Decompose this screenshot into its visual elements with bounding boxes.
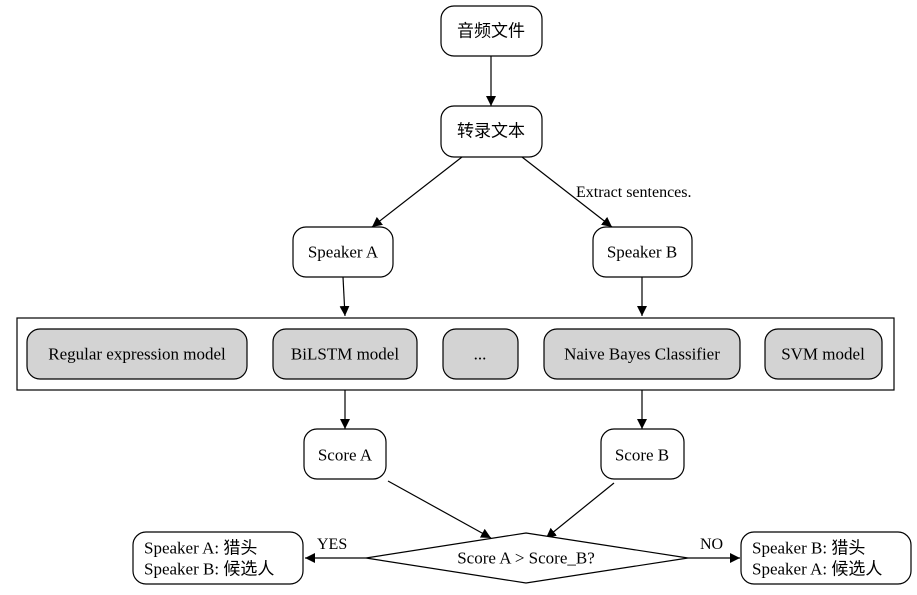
svg-text:Speaker A: 猎头: Speaker A: 猎头 xyxy=(144,539,257,558)
edge-speaker-a-models xyxy=(339,276,350,317)
node-audio-file: 音频文件 xyxy=(440,5,543,57)
model-ellipsis: ... xyxy=(442,328,519,380)
edge-transcript-speaker-b xyxy=(521,156,613,228)
node-decision: Score A > Score_B? xyxy=(365,532,689,584)
svg-text:Speaker A: 候选人: Speaker A: 候选人 xyxy=(752,560,882,579)
edge-score-a-decision xyxy=(387,480,492,539)
edge-label-extract: Extract sentences. xyxy=(576,184,692,201)
svg-text:Speaker B: 候选人: Speaker B: 候选人 xyxy=(144,560,274,579)
svg-text:Speaker B: 猎头: Speaker B: 猎头 xyxy=(752,539,865,558)
node-transcript: 转录文本 xyxy=(440,105,543,158)
svg-text:SVM model: SVM model xyxy=(781,345,865,364)
svg-text:...: ... xyxy=(474,345,487,364)
model-cluster: Regular expression model BiLSTM model ..… xyxy=(16,317,895,391)
node-speaker-b: Speaker B xyxy=(592,226,693,278)
node-result-right: Speaker B: 猎头 Speaker A: 候选人 xyxy=(740,531,912,585)
svg-text:BiLSTM model: BiLSTM model xyxy=(291,345,399,364)
edge-label-yes: YES xyxy=(317,536,347,553)
node-score-a: Score A xyxy=(303,428,387,480)
model-naive-bayes: Naive Bayes Classifier xyxy=(543,328,741,380)
svg-text:Score A: Score A xyxy=(318,446,373,465)
model-bilstm: BiLSTM model xyxy=(272,328,418,380)
svg-text:Naive Bayes Classifier: Naive Bayes Classifier xyxy=(564,345,720,364)
svg-text:Score A > Score_B?: Score A > Score_B? xyxy=(457,549,595,568)
node-speaker-a: Speaker A xyxy=(292,226,394,278)
node-score-b: Score B xyxy=(600,428,685,480)
model-regex: Regular expression model xyxy=(26,328,248,380)
svg-text:Score B: Score B xyxy=(615,446,669,465)
edge-transcript-speaker-a xyxy=(371,156,463,228)
model-svm: SVM model xyxy=(764,328,883,380)
node-result-left: Speaker A: 猎头 Speaker B: 候选人 xyxy=(132,531,304,585)
edges xyxy=(305,56,740,563)
edge-score-b-decision xyxy=(545,482,615,539)
svg-text:转录文本: 转录文本 xyxy=(457,122,525,141)
edge-label-no: NO xyxy=(700,536,723,553)
svg-text:Regular expression model: Regular expression model xyxy=(48,345,226,364)
svg-text:音频文件: 音频文件 xyxy=(457,22,525,41)
svg-text:Speaker A: Speaker A xyxy=(308,243,379,262)
svg-text:Speaker B: Speaker B xyxy=(607,243,677,262)
